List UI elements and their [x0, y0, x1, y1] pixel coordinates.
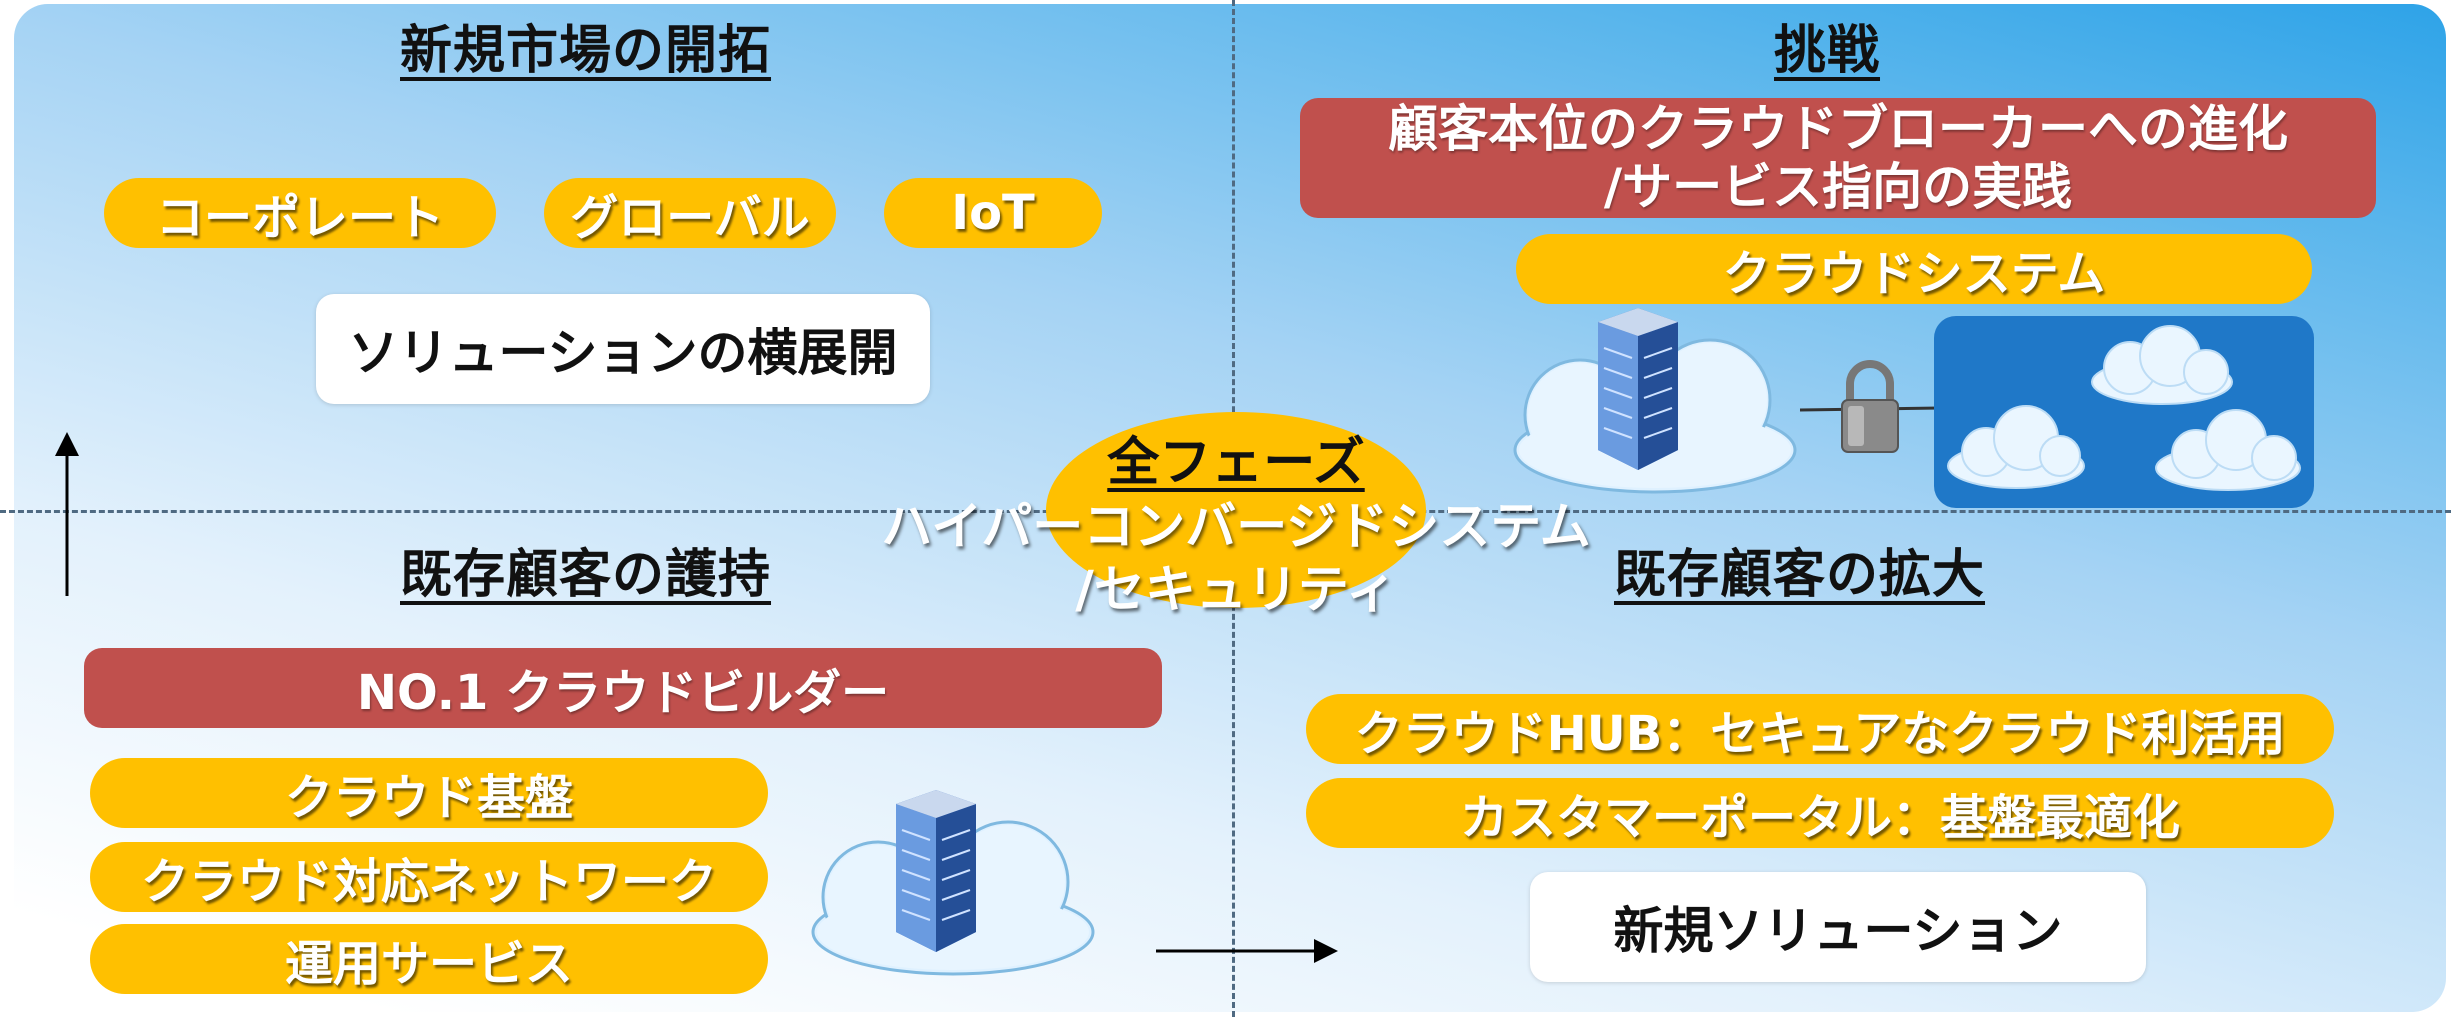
building-shape — [1598, 308, 1678, 470]
center-line-hyperconverged: ハイパーコンバージドシステム — [881, 498, 1591, 557]
heading-challenge: 挑戦 — [1774, 21, 1881, 81]
pill-corporate: コーポレート — [104, 178, 496, 248]
pill-operation-service: 運用サービス — [90, 924, 768, 994]
box-solution-expansion: ソリューションの横展開 — [316, 294, 930, 404]
pill-cloud-system: クラウドシステム — [1516, 234, 2312, 304]
up-arrow-icon — [55, 432, 79, 596]
building-cloud-icon — [811, 790, 1095, 976]
box-new-solution: 新規ソリューション — [1530, 872, 2146, 982]
pill-cloud-hub: クラウドHUB：セキュアなクラウド利活用 — [1306, 694, 2334, 764]
heading-expand-customers: 既存顧客の拡大 — [1614, 545, 1986, 605]
heading-new-market: 新規市場の開拓 — [400, 21, 772, 81]
padlock-icon — [1799, 360, 1941, 453]
cloud-cluster-icon — [1934, 316, 2314, 508]
banner-cloud-broker: 顧客本位のクラウドブローカーへの進化 /サービス指向の実践 — [1300, 98, 2376, 218]
pill-cloud-network: クラウド対応ネットワーク — [90, 842, 768, 912]
pill-customer-portal: カスタマーポータル：基盤最適化 — [1306, 778, 2334, 848]
center-title: 全フェーズ — [1107, 433, 1365, 493]
banner-no1-cloud-builder: NO.1 クラウドビルダー — [84, 648, 1162, 728]
pill-iot: IoT — [884, 178, 1102, 248]
right-arrow-icon — [1156, 939, 1338, 963]
cloud-shape — [811, 820, 1095, 976]
pill-global: グローバル — [544, 178, 836, 248]
pill-cloud-infrastructure: クラウド基盤 — [90, 758, 768, 828]
banner-cloud-broker-line1: 顧客本位のクラウドブローカーへの進化 — [1388, 100, 2288, 158]
center-phase-oval — [1046, 412, 1426, 608]
heading-maintain-customers: 既存顧客の護持 — [400, 545, 772, 605]
center-line-security: /セキュリティ — [1075, 561, 1397, 620]
banner-cloud-broker-line2: /サービス指向の実践 — [1603, 158, 2073, 216]
building-shape — [896, 790, 976, 952]
building-cloud-icon — [1513, 308, 1797, 494]
